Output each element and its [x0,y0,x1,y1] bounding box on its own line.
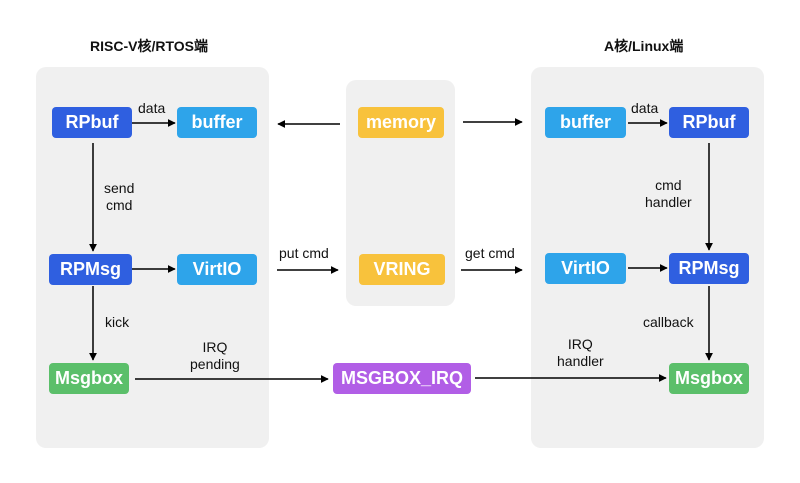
label-cmd-handler: cmd handler [645,177,692,211]
label-put-cmd: put cmd [279,245,329,261]
label-irq-2: IRQ [567,336,593,352]
memory-box: memory [358,107,444,138]
label-get-cmd: get cmd [465,245,515,261]
left-msgbox-box: Msgbox [49,363,129,394]
right-buffer-box: buffer [545,107,626,138]
label-irq-pending: IRQ pending [190,339,240,373]
left-panel-title: RISC-V核/RTOS端 [90,38,208,54]
label-data-left: data [138,100,166,116]
label-send-cmd: send cmd [104,180,134,214]
label-kick: kick [105,314,130,330]
label-handler-2: handler [557,353,604,369]
right-virtio-box: VirtIO [545,253,626,284]
label-send: send [104,180,135,196]
right-msgbox-box: Msgbox [669,363,749,394]
right-rpbuf-box: RPbuf [669,107,749,138]
right-rpmsg-box: RPMsg [669,253,749,284]
left-buffer-box: buffer [177,107,257,138]
msgbox-irq-box: MSGBOX_IRQ [333,363,471,394]
left-virtio-box: VirtIO [177,254,257,285]
label-data-right: data [631,100,659,116]
label-irq-1: IRQ [202,339,228,355]
label-cmd-2: cmd [655,177,682,193]
right-panel-title: A核/Linux端 [604,38,684,54]
label-handler: handler [645,194,692,210]
vring-box: VRING [359,254,445,285]
label-callback: callback [643,314,694,330]
left-rpbuf-box: RPbuf [52,107,132,138]
label-cmd: cmd [105,197,133,213]
left-rpmsg-box: RPMsg [49,254,132,285]
label-pending: pending [190,356,240,372]
label-irq-handler: IRQ handler [557,336,604,370]
